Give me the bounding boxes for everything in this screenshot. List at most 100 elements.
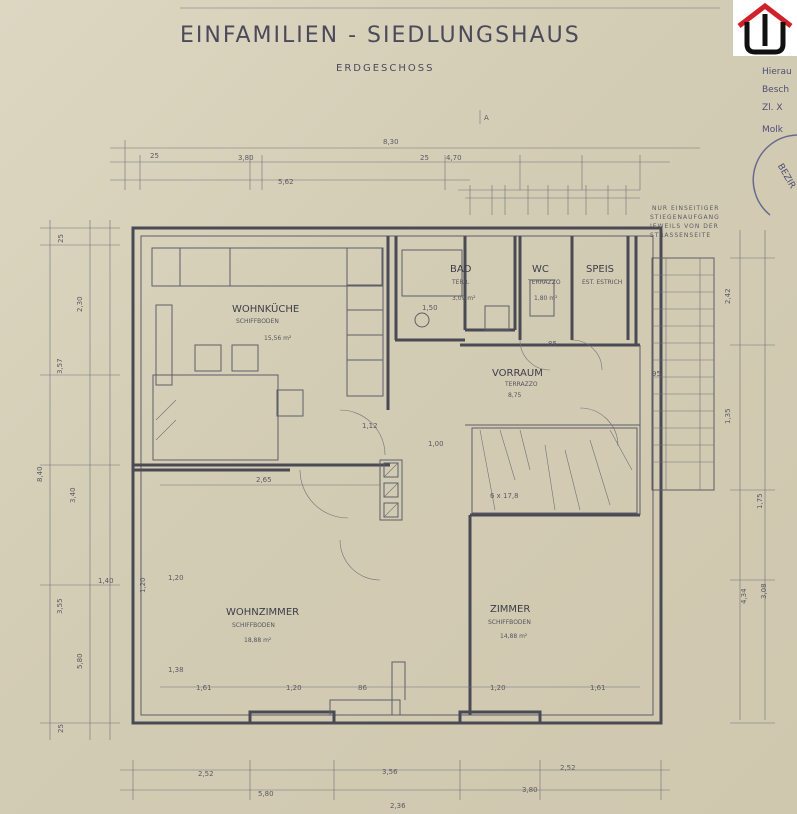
- svg-text:1,38: 1,38: [168, 666, 184, 674]
- svg-text:2,52: 2,52: [198, 770, 214, 778]
- svg-text:3,09 m²: 3,09 m²: [452, 295, 476, 302]
- svg-text:2,36: 2,36: [390, 802, 406, 810]
- right-dimensions: 2,42 1,35 1,75 4,34 3,08: [724, 230, 775, 724]
- svg-text:3,80: 3,80: [522, 786, 538, 794]
- stair-note: NUR EINSEITIGER STIEGENAUFGANG JEWEILS V…: [649, 205, 720, 239]
- svg-text:WOHNZIMMER: WOHNZIMMER: [226, 607, 299, 618]
- svg-text:8,40: 8,40: [36, 466, 44, 482]
- svg-text:BAD: BAD: [450, 264, 472, 275]
- svg-text:WOHNKÜCHE: WOHNKÜCHE: [232, 302, 299, 315]
- outer-walls: [131, 226, 663, 725]
- room-wohnzimmer: WOHNZIMMER SCHIFFBODEN 18,88 m²: [226, 607, 299, 644]
- approval-stamp: Hierau Besch Zl. X Molk BEZIR: [752, 67, 797, 216]
- kitchen-furniture: [151, 247, 384, 461]
- svg-text:TERRAZZO: TERRAZZO: [527, 279, 561, 286]
- svg-text:EST. ESTRICH: EST. ESTRICH: [582, 279, 622, 286]
- svg-text:STIEGENAUFGANG: STIEGENAUFGANG: [650, 214, 720, 221]
- svg-text:TERR.: TERR.: [451, 279, 470, 286]
- svg-text:3,55: 3,55: [56, 598, 64, 614]
- svg-text:25: 25: [57, 724, 65, 733]
- svg-text:1,35: 1,35: [724, 408, 732, 424]
- svg-text:1,61: 1,61: [590, 684, 606, 692]
- svg-text:14,88 m²: 14,88 m²: [500, 633, 528, 640]
- svg-text:NUR EINSEITIGER: NUR EINSEITIGER: [652, 205, 719, 212]
- dim-top-overall: 5,62: [278, 178, 294, 186]
- interior-walls: [133, 236, 641, 715]
- chimney: [379, 459, 403, 521]
- svg-text:25: 25: [57, 234, 65, 243]
- svg-text:Besch: Besch: [762, 85, 789, 95]
- svg-text:SCHIFFBODEN: SCHIFFBODEN: [232, 622, 275, 629]
- brand-logo: [733, 0, 797, 56]
- stair-label: 6 x 17,8: [490, 492, 519, 500]
- svg-text:95: 95: [652, 370, 661, 378]
- svg-text:2,30: 2,30: [76, 296, 84, 312]
- svg-text:Zl. X: Zl. X: [762, 103, 783, 113]
- svg-text:2,42: 2,42: [724, 288, 732, 304]
- svg-text:4,34: 4,34: [740, 588, 748, 604]
- svg-text:18,88 m²: 18,88 m²: [244, 637, 272, 644]
- svg-text:5,80: 5,80: [258, 790, 274, 798]
- svg-text:VORRAUM: VORRAUM: [492, 368, 543, 379]
- svg-text:1,20: 1,20: [490, 684, 506, 692]
- svg-text:1,80 m²: 1,80 m²: [534, 295, 558, 302]
- svg-text:1,40: 1,40: [98, 577, 114, 585]
- room-speis: SPEIS EST. ESTRICH: [582, 264, 622, 286]
- svg-text:1,20: 1,20: [286, 684, 302, 692]
- svg-text:1,75: 1,75: [756, 493, 764, 509]
- svg-text:5,80: 5,80: [76, 653, 84, 669]
- house-logo-icon: [737, 2, 793, 55]
- svg-text:WC: WC: [532, 264, 549, 275]
- interior-stair: 6 x 17,8: [471, 427, 638, 514]
- svg-text:15,56 m²: 15,56 m²: [264, 335, 292, 342]
- window-dimensions: 1,61 1,20 1,20 1,61: [160, 684, 640, 692]
- svg-text:1,50: 1,50: [422, 304, 438, 312]
- svg-text:STRASSENSEITE: STRASSENSEITE: [650, 232, 711, 239]
- room-bad: BAD TERR. 3,09 m²: [450, 264, 476, 302]
- svg-text:3,57: 3,57: [56, 358, 64, 374]
- room-vorraum: VORRAUM TERRAZZO 8,75: [492, 368, 543, 399]
- inner-dimensions: 2,65 1,12 1,00 85 95 1,20 1,38 1,50 86: [160, 304, 661, 692]
- svg-text:1,20: 1,20: [168, 574, 184, 582]
- dim-top-seg-1: 25: [150, 152, 159, 160]
- bath-fixtures: [401, 249, 555, 331]
- svg-text:JEWEILS VON DER: JEWEILS VON DER: [649, 223, 719, 230]
- svg-text:Molk: Molk: [762, 125, 784, 135]
- svg-text:SCHIFFBODEN: SCHIFFBODEN: [236, 318, 279, 325]
- svg-text:2,52: 2,52: [560, 764, 576, 772]
- svg-text:ZIMMER: ZIMMER: [490, 604, 530, 615]
- room-wohnkueche: WOHNKÜCHE SCHIFFBODEN 15,56 m²: [232, 302, 299, 342]
- plan-title: EINFAMILIEN - SIEDLUNGSHAUS: [180, 23, 581, 48]
- dim-top-seg-4: 4,70: [446, 154, 462, 162]
- svg-text:SCHIFFBODEN: SCHIFFBODEN: [488, 619, 531, 626]
- svg-text:Hierau: Hierau: [762, 67, 792, 77]
- svg-text:TERRAZZO: TERRAZZO: [504, 381, 538, 388]
- top-dimensions: 8,30 25 3,80 25 4,70 5,62: [110, 138, 700, 215]
- svg-text:8,75: 8,75: [508, 392, 522, 399]
- svg-text:SPEIS: SPEIS: [586, 264, 614, 275]
- bottom-dimensions: 2,52 3,56 2,52 5,80 3,80 2,36: [120, 760, 670, 810]
- svg-text:3,08: 3,08: [760, 583, 768, 599]
- svg-text:1,12: 1,12: [362, 422, 378, 430]
- room-wc: WC TERRAZZO 1,80 m²: [527, 264, 561, 302]
- svg-text:1,61: 1,61: [196, 684, 212, 692]
- room-zimmer: ZIMMER SCHIFFBODEN 14,88 m²: [488, 604, 531, 640]
- left-dimensions: 25 2,30 3,57 8,40 3,40 1,40 1,20 3,55 5,…: [36, 220, 147, 740]
- svg-text:1,00: 1,00: [428, 440, 444, 448]
- svg-text:86: 86: [358, 684, 367, 692]
- door-mark: A: [484, 114, 489, 122]
- svg-text:2,65: 2,65: [256, 476, 272, 484]
- svg-text:85: 85: [548, 340, 557, 348]
- dim-top-seg-3: 25: [420, 154, 429, 162]
- exterior-stair: [651, 257, 715, 491]
- dim-top-seg-2: 3,80: [238, 154, 254, 162]
- dim-top-total: 8,30: [383, 138, 399, 146]
- plan-subtitle: ERDGESCHOSS: [336, 63, 434, 74]
- svg-text:3,40: 3,40: [69, 487, 77, 503]
- svg-text:BEZIR: BEZIR: [775, 162, 797, 190]
- svg-text:1,20: 1,20: [139, 577, 147, 593]
- svg-text:3,56: 3,56: [382, 768, 398, 776]
- door-swings: [299, 339, 619, 581]
